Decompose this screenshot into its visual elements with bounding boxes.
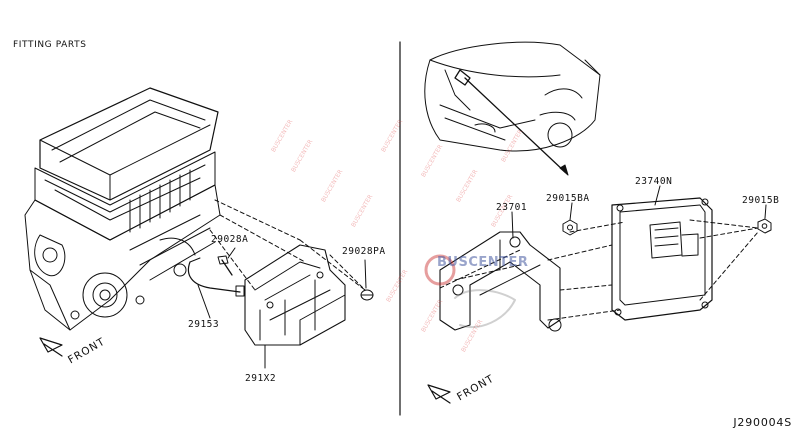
front-arrow-left [39, 337, 63, 357]
diagram-code: J290004S [733, 416, 792, 429]
part-label-23740n[interactable]: 23740N [635, 176, 673, 187]
part-label-29153[interactable]: 29153 [188, 319, 220, 330]
bolt-29028a [217, 255, 233, 276]
right-dashed-guides [439, 219, 759, 321]
watermark-logo: BUSCENTER [437, 255, 529, 270]
left-dashed-guides [209, 199, 366, 291]
vehicle-front-outline [424, 41, 601, 152]
motor-inverter-assembly [24, 87, 221, 331]
nut-29015ba [562, 219, 578, 236]
part-label-29028pa[interactable]: 29028PA [342, 246, 386, 257]
part-label-29015b[interactable]: 29015B [742, 195, 780, 206]
fitting-parts-title: FITTING PARTS [13, 40, 87, 50]
ecu-23740n [611, 197, 713, 321]
bracket-291x2 [244, 244, 346, 346]
location-arrow [464, 77, 566, 173]
part-label-29028a[interactable]: 29028A [211, 234, 249, 245]
part-label-291x2[interactable]: 291X2 [245, 373, 277, 384]
watermark-logo-mark [424, 254, 456, 286]
bracket-23701 [439, 231, 562, 332]
nut-29015b [757, 218, 772, 234]
front-arrow-right [427, 384, 451, 404]
part-label-29015ba[interactable]: 29015BA [546, 193, 590, 204]
part-label-23701[interactable]: 23701 [496, 202, 528, 213]
harness-29153 [187, 257, 245, 297]
clip-29028pa [360, 289, 374, 301]
